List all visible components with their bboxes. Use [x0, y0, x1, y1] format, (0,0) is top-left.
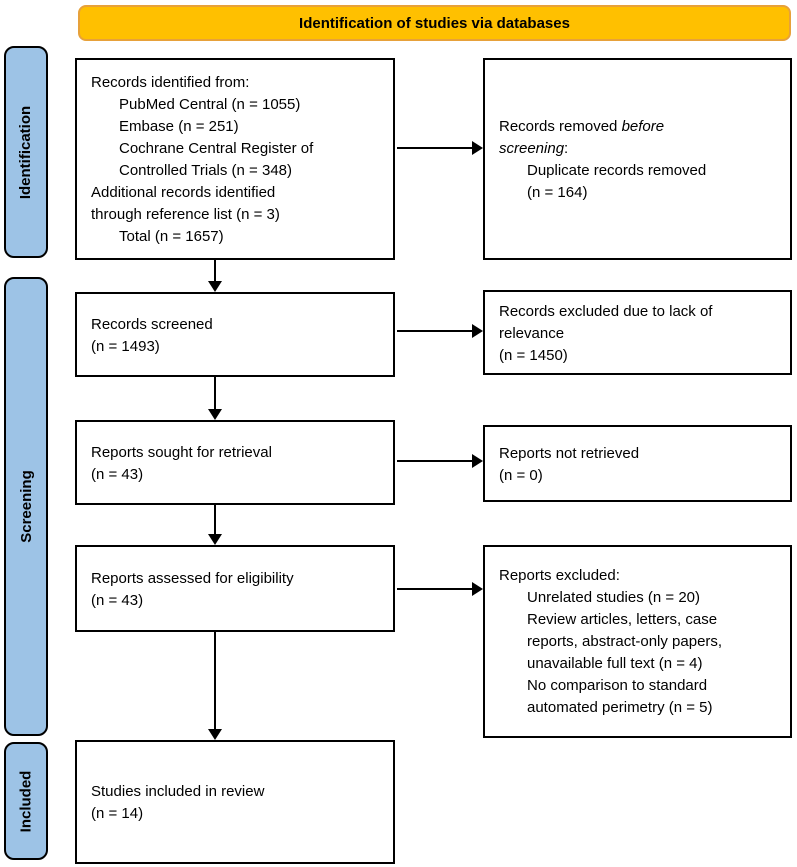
- banner: Identification of studies via databases: [78, 5, 791, 41]
- text-line: (n = 1450): [499, 346, 568, 364]
- text-line: Reports sought for retrieval: [91, 443, 272, 461]
- arrow-right-3-line: [397, 460, 472, 462]
- text-line: (n = 14): [91, 805, 144, 822]
- text-line: Unrelated studies (n = 20): [527, 589, 701, 606]
- text-segment: Records removed: [499, 118, 622, 135]
- stage-tab-identification-label: Identification: [17, 105, 35, 199]
- text-segment-italic: before: [621, 118, 665, 135]
- arrow-right-4-line: [397, 588, 472, 590]
- arrow-right-3-head-icon: [472, 454, 483, 468]
- text-line: (n = 1493): [91, 337, 160, 355]
- text-line: Records excluded due to lack of: [499, 302, 713, 320]
- arrow-right-2-line: [397, 330, 472, 332]
- text-line: (n = 164): [527, 184, 588, 201]
- stage-tab-screening-label: Screening: [17, 470, 35, 543]
- text-line: screening:: [499, 138, 782, 160]
- stage-tab-included: Included: [4, 742, 48, 860]
- text-line: No comparison to standard: [527, 677, 708, 694]
- text-line: reports, abstract-only papers,: [527, 633, 723, 650]
- arrow-right-4-head-icon: [472, 582, 483, 596]
- arrow-down-1-head-icon: [208, 281, 222, 292]
- box-reports-excluded: Reports excluded: Unrelated studies (n =…: [483, 545, 792, 738]
- text-line: Records identified from:: [91, 74, 250, 91]
- stage-tab-included-label: Included: [17, 770, 35, 832]
- text-line: Review articles, letters, case: [527, 611, 718, 628]
- text-segment: :: [564, 140, 569, 157]
- text-line: Reports not retrieved: [499, 444, 640, 462]
- text-line: Duplicate records removed: [527, 162, 707, 179]
- box-reports-assessed: Reports assessed for eligibility (n = 43…: [75, 545, 395, 632]
- arrow-down-3-line: [214, 505, 216, 534]
- text-line: Total (n = 1657): [119, 228, 224, 245]
- text-line: PubMed Central (n = 1055): [119, 96, 301, 113]
- arrow-right-1-line: [397, 147, 472, 149]
- text-line: relevance: [499, 324, 565, 342]
- text-line: Reports assessed for eligibility: [91, 569, 294, 587]
- text-line: (n = 43): [91, 465, 144, 483]
- box-records-identified: Records identified from: PubMed Central …: [75, 58, 395, 260]
- text-line: (n = 0): [499, 466, 543, 484]
- box-reports-not-retrieved: Reports not retrieved (n = 0): [483, 425, 792, 502]
- text-line: (n = 43): [91, 591, 144, 609]
- arrow-down-3-head-icon: [208, 534, 222, 545]
- arrow-down-2-line: [214, 377, 216, 409]
- text-line: automated perimetry (n = 5): [527, 699, 713, 716]
- box-reports-sought: Reports sought for retrieval (n = 43): [75, 420, 395, 505]
- text-line: Additional records identified: [91, 184, 276, 201]
- box-studies-included: Studies included in review (n = 14): [75, 740, 395, 864]
- text-line: Controlled Trials (n = 348): [119, 162, 292, 179]
- text-line: Studies included in review: [91, 783, 265, 800]
- text-line: Embase (n = 251): [119, 118, 239, 135]
- stage-tab-screening: Screening: [4, 277, 48, 736]
- banner-title: Identification of studies via databases: [299, 14, 570, 32]
- text-line: Cochrane Central Register of: [119, 140, 314, 157]
- arrow-down-1-line: [214, 260, 216, 281]
- stage-tab-identification: Identification: [4, 46, 48, 258]
- text-segment-italic: screening: [499, 140, 565, 157]
- arrow-right-1-head-icon: [472, 141, 483, 155]
- text-line: Reports excluded:: [499, 567, 620, 584]
- text-line: Records screened: [91, 315, 213, 333]
- arrow-down-2-head-icon: [208, 409, 222, 420]
- text-line: through reference list (n = 3): [91, 206, 280, 223]
- box-records-screened: Records screened (n = 1493): [75, 292, 395, 377]
- box-records-excluded: Records excluded due to lack of relevanc…: [483, 290, 792, 375]
- arrow-down-4-head-icon: [208, 729, 222, 740]
- box-records-removed: Records removed before screening: Duplic…: [483, 58, 792, 260]
- text-line: unavailable full text (n = 4): [527, 655, 703, 672]
- arrow-right-2-head-icon: [472, 324, 483, 338]
- arrow-down-4-line: [214, 632, 216, 729]
- text-line: Records removed before: [499, 116, 782, 138]
